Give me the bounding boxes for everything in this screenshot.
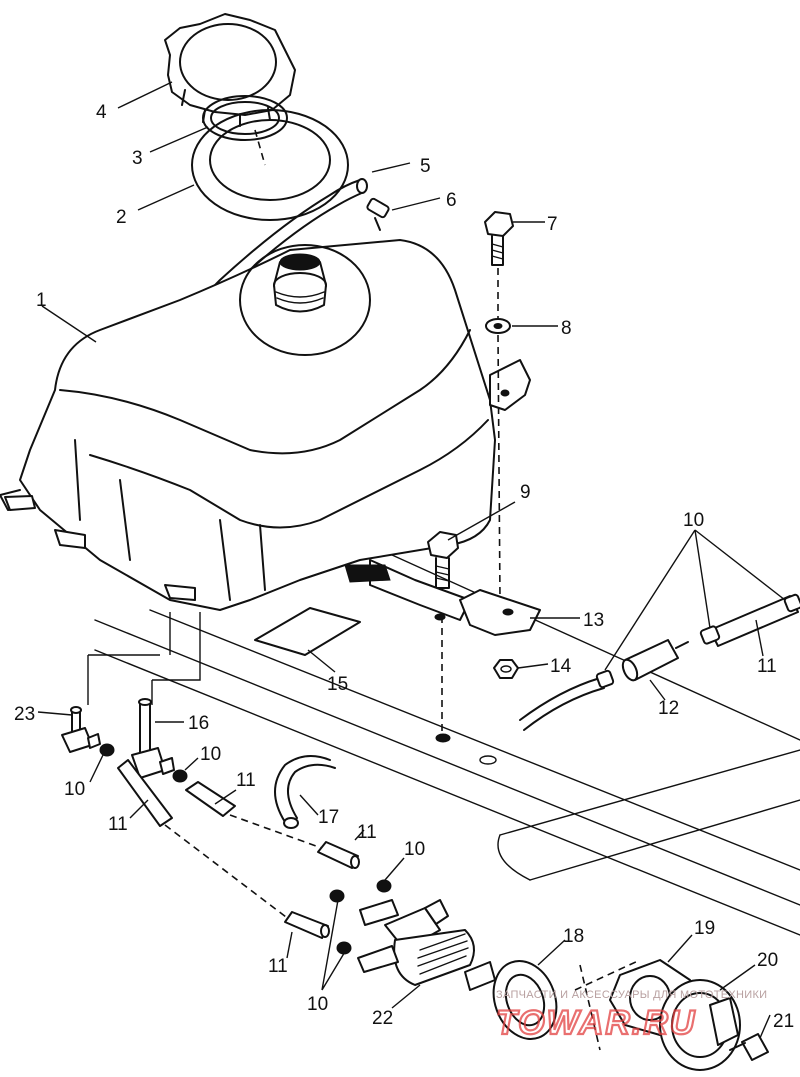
callout-10-mid: 10 <box>200 744 221 765</box>
bolt-7 <box>484 211 514 266</box>
leader-23 <box>87 654 160 705</box>
hose-path-left <box>164 824 291 921</box>
callout-3: 3 <box>132 148 143 169</box>
callout-14: 14 <box>550 656 572 677</box>
hose-11-left-a <box>117 759 173 827</box>
callout-2: 2 <box>116 207 127 228</box>
watermark-logo: TOWAR.RU <box>496 1004 696 1042</box>
cap-20 <box>659 979 741 1071</box>
watermark-caption: ЗАПЧАСТИ И АКСЕССУАРЫ ДЛЯ МОТОТЕХНИКИ <box>496 989 767 1001</box>
callout-11-left: 11 <box>108 814 128 835</box>
callout-4: 4 <box>96 102 107 123</box>
fuel-line-right <box>519 669 615 731</box>
clamp-10-pump-top <box>329 889 345 903</box>
bolt-7-axis <box>497 268 501 601</box>
callout-8: 8 <box>561 318 572 339</box>
frame-hole-2 <box>479 755 497 765</box>
callout-15: 15 <box>327 674 348 695</box>
callout-6: 6 <box>446 190 457 211</box>
callout-13: 13 <box>583 610 604 631</box>
nut-14 <box>493 659 519 679</box>
pad-15 <box>254 607 361 656</box>
callout-5: 5 <box>420 156 431 177</box>
callout-18: 18 <box>563 926 584 947</box>
callout-10-top: 10 <box>683 510 704 531</box>
clamp-10-mid <box>172 769 188 783</box>
tank-bracket <box>489 359 531 411</box>
callout-20: 20 <box>757 950 778 971</box>
callout-11-bottom: 11 <box>268 956 288 977</box>
fuel-filter-12 <box>621 639 689 682</box>
hose-11-lower-b <box>317 841 360 869</box>
hose-11-left-b <box>185 781 236 817</box>
bracket-13 <box>344 559 541 636</box>
callout-11-mid: 11 <box>236 770 256 791</box>
callout-11-upper: 11 <box>357 822 377 843</box>
callout-10-pump: 10 <box>404 839 425 860</box>
callout-labels: 4 3 2 5 6 7 1 8 9 10 11 12 13 14 15 23 1… <box>14 102 794 1032</box>
callout-9: 9 <box>520 482 531 503</box>
cap-seal <box>202 95 288 141</box>
vent-fitting <box>366 197 390 231</box>
leader-lines <box>37 81 786 1039</box>
watermark: ЗАПЧАСТИ И АКСЕССУАРЫ ДЛЯ МОТОТЕХНИКИ TO… <box>495 989 767 1043</box>
hose-17 <box>274 755 336 829</box>
fuel-tank <box>0 239 496 611</box>
callout-19: 19 <box>694 918 715 939</box>
callout-7: 7 <box>547 214 558 235</box>
hose-11-lower-a <box>284 911 330 939</box>
callout-12: 12 <box>658 698 679 719</box>
frame-rails <box>94 544 800 936</box>
clamp-10-pump-mid <box>376 879 392 893</box>
clamp-10-left <box>99 743 115 757</box>
callout-10-left: 10 <box>64 779 85 800</box>
fitting-23 <box>61 706 101 753</box>
callout-21: 21 <box>773 1011 794 1032</box>
callout-17: 17 <box>318 807 339 828</box>
callout-23: 23 <box>14 704 35 725</box>
washer-8 <box>485 318 511 334</box>
fuel-pump-22 <box>357 899 496 991</box>
callout-10-bottom: 10 <box>307 994 328 1015</box>
callout-1: 1 <box>36 290 47 311</box>
leader-16 <box>151 612 201 705</box>
frame-hole <box>435 733 451 743</box>
tank-gasket <box>191 109 349 221</box>
screw-21 <box>729 1033 769 1061</box>
hose-11-right <box>699 593 800 647</box>
seal-18 <box>492 960 558 1040</box>
callout-22: 22 <box>372 1008 393 1029</box>
bolt-9 <box>427 531 459 589</box>
callout-16: 16 <box>188 713 209 734</box>
fuel-valve-16 <box>131 698 175 779</box>
callout-11-right: 11 <box>757 656 777 677</box>
